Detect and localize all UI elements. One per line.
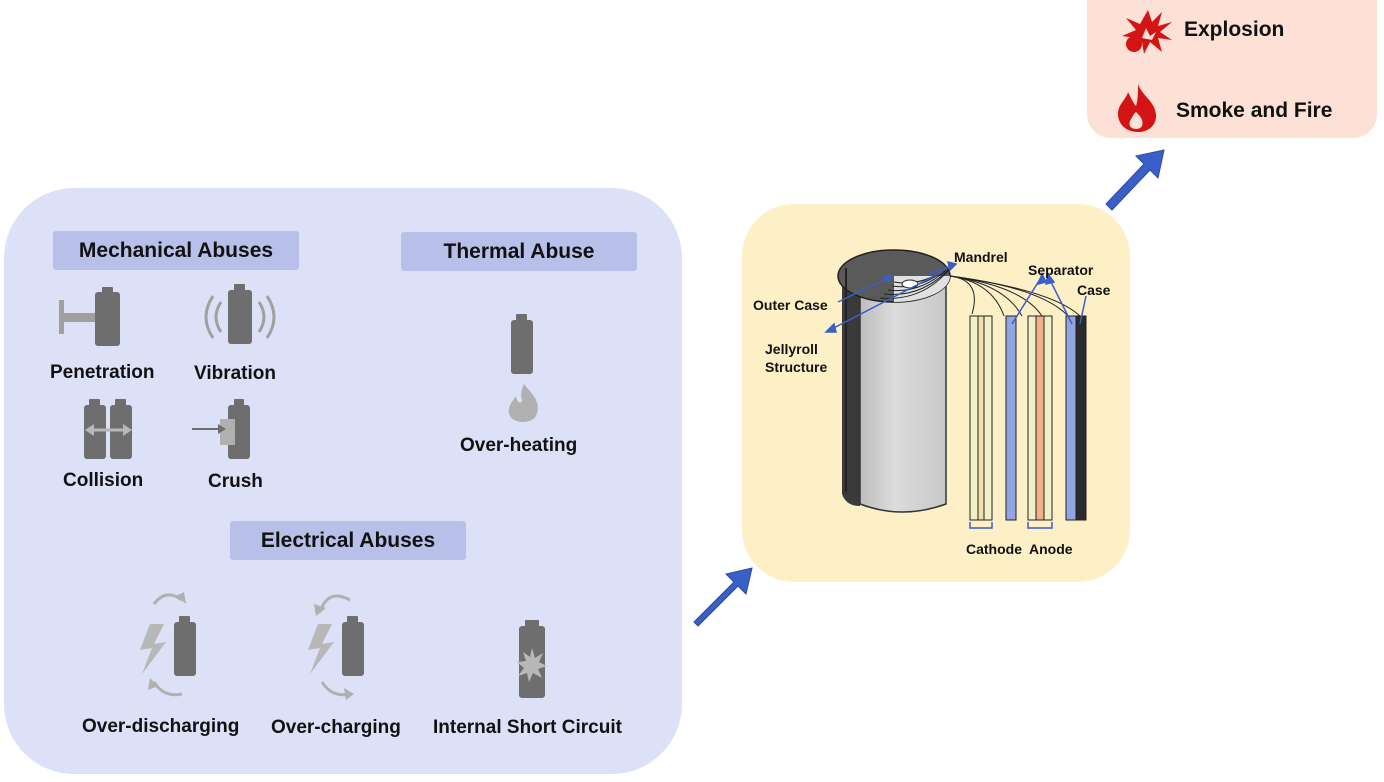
cathode-label: Cathode xyxy=(966,541,1022,557)
thermal-abuse-title: Thermal Abuse xyxy=(401,232,637,271)
penetration-label: Penetration xyxy=(50,362,155,383)
collision-label: Collision xyxy=(63,470,144,491)
abuse-panel xyxy=(4,188,682,774)
explosion-icon xyxy=(1122,10,1172,54)
fire-icon xyxy=(1118,84,1156,132)
arrow-to-outcomes-icon xyxy=(1105,149,1165,211)
over-discharging-icon xyxy=(140,592,196,697)
mandrel-label: Mandrel xyxy=(954,249,1008,265)
crush-icon xyxy=(192,399,250,459)
battery-cell-cross-section-diagram xyxy=(824,249,1087,529)
arrow-to-cell-icon xyxy=(693,567,753,627)
jellyroll-label-line2: Structure xyxy=(765,359,828,375)
over-heating-label: Over-heating xyxy=(460,435,578,456)
electrical-abuses-title: Electrical Abuses xyxy=(230,521,466,560)
collision-icon xyxy=(84,399,132,459)
mechanical-abuses-title: Mechanical Abuses xyxy=(53,231,299,270)
explosion-label: Explosion xyxy=(1184,18,1285,41)
over-charging-label: Over-charging xyxy=(271,717,401,738)
internal-short-circuit-icon xyxy=(517,620,547,698)
separator-label: Separator xyxy=(1028,262,1094,278)
crush-label: Crush xyxy=(208,471,263,492)
case-label: Case xyxy=(1077,282,1111,298)
over-heating-icon xyxy=(508,314,538,422)
vibration-label: Vibration xyxy=(194,363,276,384)
over-discharging-label: Over-discharging xyxy=(82,716,240,737)
penetration-icon xyxy=(59,287,120,346)
anode-label: Anode xyxy=(1029,541,1073,557)
jellyroll-label-line1: Jellyroll xyxy=(765,341,818,357)
outer-case-label: Outer Case xyxy=(753,297,828,313)
vibration-icon xyxy=(204,284,276,344)
internal-short-circuit-label: Internal Short Circuit xyxy=(433,717,622,738)
smoke-and-fire-label: Smoke and Fire xyxy=(1176,99,1333,122)
over-charging-icon xyxy=(308,594,364,700)
